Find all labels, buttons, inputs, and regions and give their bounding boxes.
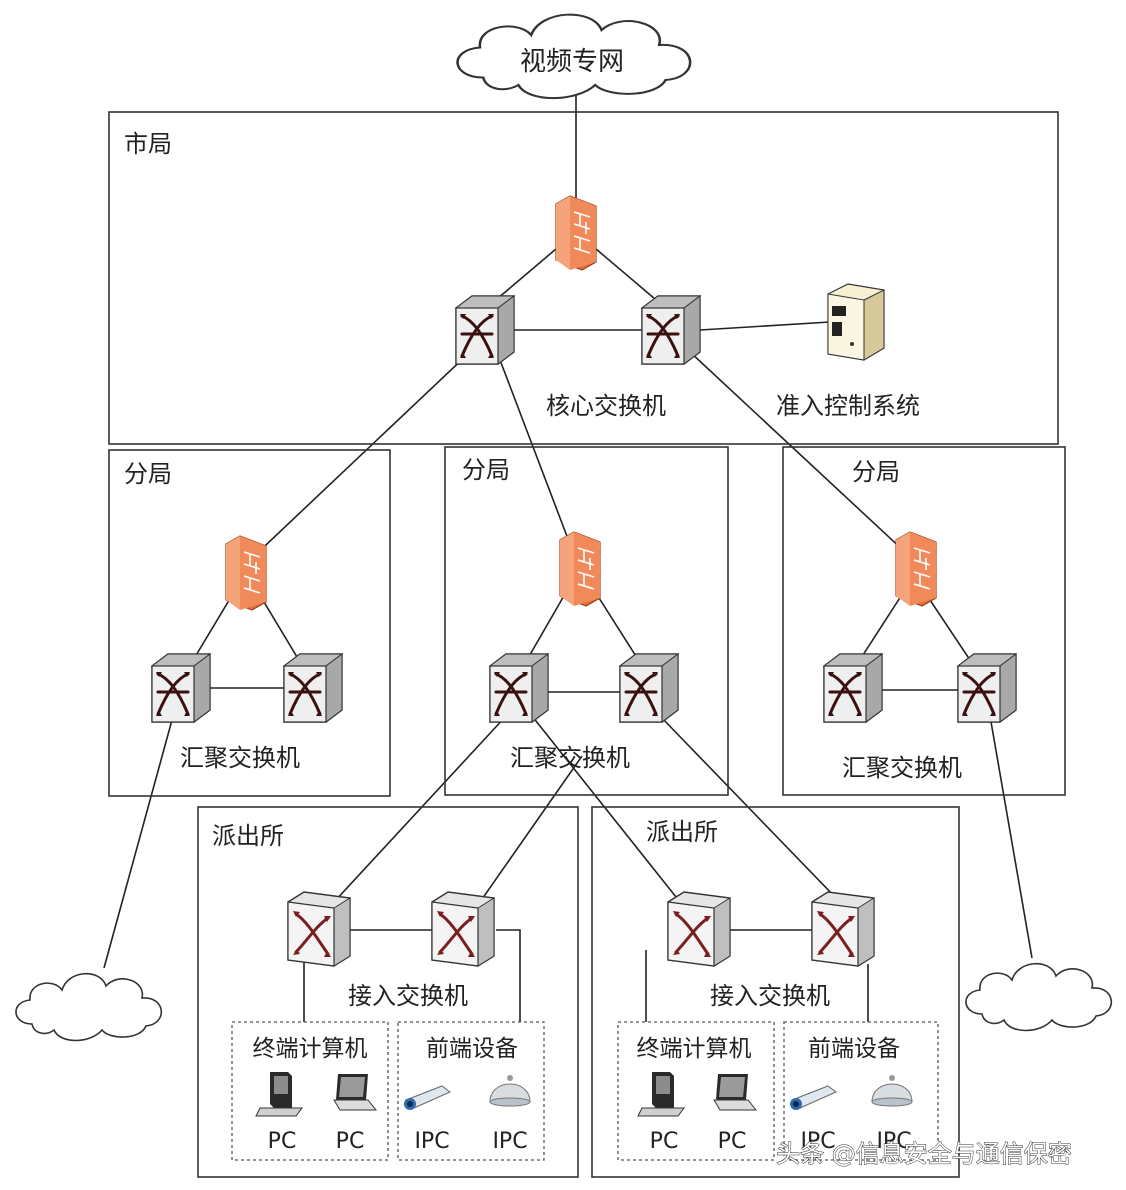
access-switch-label: 接入交换机: [710, 982, 830, 1010]
switch-icon: [666, 890, 732, 968]
frontend-right-box: [783, 1021, 939, 1161]
switch-icon: [618, 652, 680, 724]
branch-right-box: [782, 446, 1066, 796]
terminal-left-box: [231, 1021, 389, 1161]
switch-icon: [454, 294, 516, 366]
city-bureau-label: 市局: [124, 130, 172, 158]
station-left-box: [197, 806, 579, 1178]
terminal-right-box: [617, 1021, 775, 1161]
switch-icon: [810, 890, 876, 968]
frontend-left-box: [397, 1021, 545, 1161]
branch-label: 分局: [852, 458, 900, 486]
core-switch-label: 核心交换机: [546, 392, 666, 420]
switch-icon: [282, 652, 344, 724]
frontend-device-label: 前端设备: [426, 1036, 518, 1062]
pc-icon: [255, 1071, 303, 1117]
ipc-label: IPC: [414, 1129, 449, 1154]
branch-label: 分局: [124, 460, 172, 488]
police-station-label: 派出所: [212, 822, 284, 850]
pc-icon: [637, 1071, 685, 1117]
terminal-computer-label: 终端计算机: [253, 1036, 368, 1062]
laptop-icon: [333, 1073, 377, 1111]
firewall-icon: [559, 531, 601, 607]
ipc-bullet-icon: [403, 1085, 451, 1111]
branch-left-box: [108, 449, 391, 797]
switch-icon: [822, 652, 884, 724]
aggregation-switch-label: 汇聚交换机: [842, 754, 962, 782]
firewall-icon: [555, 195, 597, 271]
terminal-computer-label: 终端计算机: [637, 1036, 752, 1062]
access-switch-label: 接入交换机: [348, 982, 468, 1010]
switch-icon: [430, 890, 496, 968]
city-bureau-box: [108, 111, 1059, 445]
switch-icon: [286, 890, 352, 968]
branch-label: 分局: [462, 456, 510, 484]
server-icon: [827, 283, 885, 361]
branch-mid-box: [444, 446, 729, 796]
pc-label: PC: [336, 1129, 365, 1154]
switch-icon: [640, 294, 702, 366]
ipc-bullet-icon: [789, 1085, 837, 1111]
pc-label: PC: [718, 1129, 747, 1154]
ipc-label: IPC: [800, 1129, 835, 1154]
station-right-box: [591, 806, 960, 1178]
access-control-label: 准入控制系统: [776, 392, 920, 420]
laptop-icon: [713, 1073, 757, 1111]
switch-icon: [956, 652, 1018, 724]
pc-label: PC: [650, 1129, 679, 1154]
ipc-label: IPC: [876, 1129, 911, 1154]
cloud-icon: [965, 962, 1113, 1032]
ipc-dome-icon: [871, 1074, 913, 1107]
firewall-icon: [895, 531, 937, 607]
ipc-dome-icon: [489, 1074, 531, 1107]
ipc-label: IPC: [492, 1129, 527, 1154]
frontend-device-label: 前端设备: [808, 1036, 900, 1062]
firewall-icon: [225, 535, 267, 611]
police-station-label: 派出所: [646, 818, 718, 846]
cloud-icon: [15, 972, 163, 1042]
video-network-label: 视频专网: [520, 47, 624, 77]
aggregation-switch-label: 汇聚交换机: [180, 744, 300, 772]
switch-icon: [150, 652, 212, 724]
switch-icon: [488, 652, 550, 724]
watermark-text: 头条 @信息安全与通信保密: [776, 1140, 1072, 1168]
aggregation-switch-label: 汇聚交换机: [510, 744, 630, 772]
pc-label: PC: [268, 1129, 297, 1154]
